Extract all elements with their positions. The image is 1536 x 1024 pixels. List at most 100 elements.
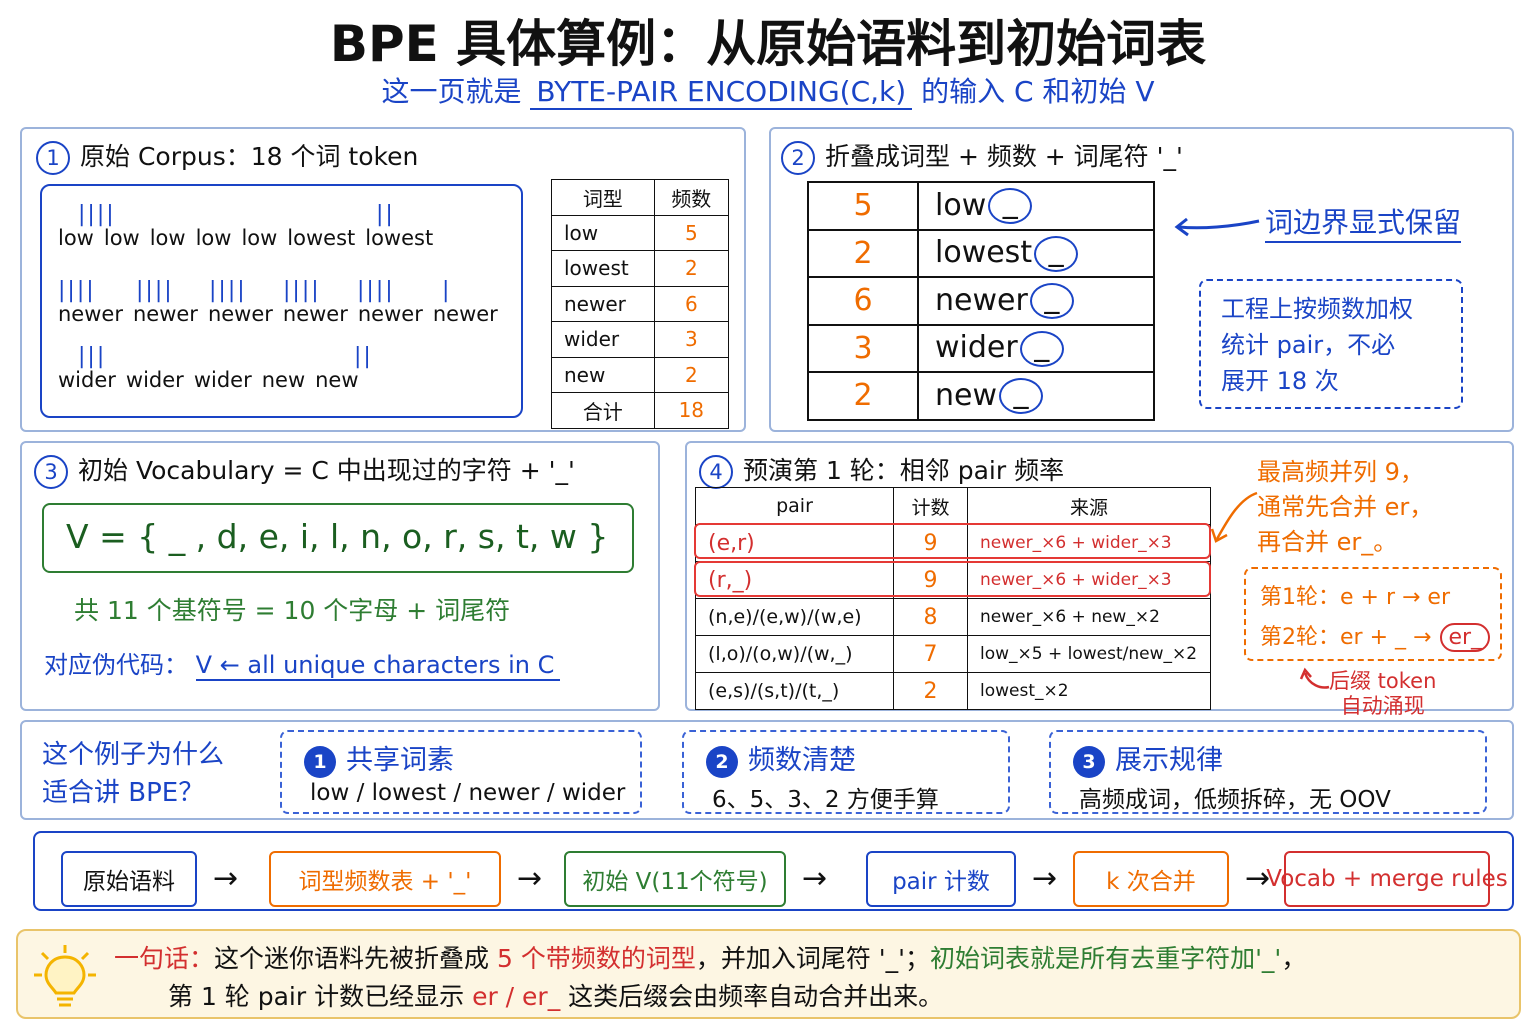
- round-1: 第1轮：e + r → er: [1260, 585, 1450, 610]
- weighted-note-box: 工程上按频数加权统计 pair，不必展开 18 次: [1199, 279, 1463, 409]
- tally-mark: ||||: [209, 278, 247, 303]
- type-cell: low: [551, 214, 655, 251]
- question-line: 这个例子为什么: [42, 740, 225, 770]
- pair-cell: (n,e)/(e,w)/(w,e): [695, 598, 894, 636]
- col-type-header: 词型: [551, 179, 655, 216]
- rounds-box: 第1轮：e + r → er 第2轮：er + _ → er_: [1244, 567, 1502, 661]
- right-arrow-icon: →: [213, 861, 239, 896]
- reason-title: 3 展示规律: [1073, 738, 1223, 778]
- flow-step: 初始 V(11个符号): [564, 851, 786, 907]
- count-header: 计数: [893, 487, 968, 525]
- note-line: 再合并 er_。: [1257, 528, 1398, 556]
- type-cell: 合计: [551, 392, 655, 429]
- corpus-word: newer: [132, 302, 198, 326]
- summary-box: 一句话：这个迷你语料先被折叠成 5 个带频数的词型，并加入词尾符 '_'；初始词…: [16, 929, 1521, 1019]
- step-3-icon: 3: [34, 455, 68, 489]
- count-cell: 2: [893, 672, 968, 710]
- vocab-box: V = { _ , d, e, i, l, n, o, r, s, t, w }: [42, 503, 634, 573]
- tally-mark: ||||: [136, 278, 174, 303]
- merge-note: 最高频并列 9，通常先合并 er，再合并 er_。: [1257, 455, 1433, 560]
- end-marker: _: [1019, 330, 1064, 367]
- corpus-word: low: [241, 226, 278, 250]
- corpus-word: newer: [207, 302, 273, 326]
- subtitle-func: BYTE-PAIR ENCODING(C,k): [530, 75, 913, 110]
- reason-title: 2 频数清楚: [706, 738, 856, 778]
- flow-step: Vocab + merge rules: [1266, 851, 1508, 907]
- type-cell: wider: [551, 321, 655, 358]
- corpus-word: newer: [432, 302, 498, 326]
- pair-header: pair: [695, 487, 894, 525]
- pseudo-code: 对应伪代码： V ← all unique characters in C: [44, 645, 561, 681]
- second-pair-highlight: [694, 561, 1211, 597]
- reason-label: 频数清楚: [748, 745, 856, 776]
- end-marker: _: [1029, 283, 1074, 319]
- corpus-word: newer: [357, 302, 423, 326]
- summary-line-1: 一句话：这个迷你语料先被折叠成 5 个带频数的词型，并加入词尾符 '_'；初始词…: [114, 944, 1307, 973]
- end-marker: _: [988, 188, 1033, 224]
- step-4-icon: 4: [699, 455, 733, 489]
- note-line: 工程上按频数加权: [1221, 295, 1413, 323]
- subtitle-prefix: 这一页就是: [381, 75, 522, 108]
- word-type: new: [935, 377, 998, 413]
- type-cell: lowest: [551, 250, 655, 287]
- suffix-line: 后缀 token: [1329, 669, 1437, 693]
- end-marker: _: [999, 378, 1044, 414]
- note-line: 通常先合并 er，: [1257, 493, 1434, 521]
- note-line: 展开 18 次: [1221, 367, 1339, 395]
- reason-label: 展示规律: [1115, 745, 1223, 776]
- reason-number-icon: 2: [706, 745, 738, 778]
- page-subtitle: 这一页就是 BYTE-PAIR ENCODING(C,k) 的输入 C 和初始 …: [0, 70, 1536, 110]
- word-cell: new_: [917, 371, 1155, 421]
- corpus-word: low: [103, 226, 140, 250]
- corpus-word: low: [195, 226, 232, 250]
- tally-mark: ||||: [283, 278, 321, 303]
- tally-mark: ||||: [58, 278, 96, 303]
- word-cell: low_: [917, 181, 1155, 231]
- hook-arrow-icon: [1299, 667, 1330, 689]
- word-type: low: [935, 187, 987, 223]
- reason-label: 共享词素: [346, 745, 454, 776]
- reason-number-icon: 3: [1073, 745, 1105, 778]
- pair-cell: (e,s)/(s,t)/(t,_): [695, 672, 894, 710]
- corpus-line: newer newer newer newer newer newer: [58, 302, 508, 326]
- corpus-word: new: [261, 368, 306, 392]
- source-cell: newer_×6 + wider_×3: [967, 524, 1211, 562]
- freq-cell: 2: [807, 371, 919, 421]
- right-arrow-icon: →: [1032, 861, 1058, 896]
- end-marker: _: [1034, 235, 1079, 272]
- tally-mark: ||: [376, 202, 395, 227]
- page-title: BPE 具体算例：从原始语料到初始词表: [329, 15, 1207, 73]
- note-line: 统计 pair，不必: [1221, 331, 1396, 359]
- corpus-word: low: [149, 226, 186, 250]
- freq-cell: 2: [653, 250, 730, 287]
- pair-cell: (e,r): [695, 524, 894, 562]
- corpus-word: newer: [282, 302, 348, 326]
- corpus-word: newer: [58, 302, 123, 326]
- freq-cell: 5: [653, 214, 730, 251]
- word-cell: wider_: [917, 323, 1155, 373]
- weighted-note: 工程上按频数加权统计 pair，不必展开 18 次: [1201, 281, 1461, 399]
- freq-cell: 2: [653, 356, 730, 393]
